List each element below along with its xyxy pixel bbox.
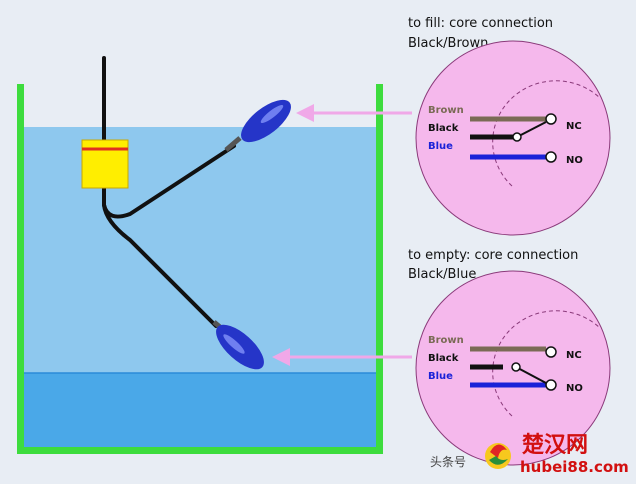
bottom-wire-label-blue: Blue [428,371,453,382]
top-wire-label-black: Black [428,123,459,134]
tank-left-wall [17,84,24,454]
top-wire-label-brown: Brown [428,105,464,116]
bottom-wire-label-brown: Brown [428,335,464,346]
empty-caption-line1: to empty: core connection [408,248,578,263]
top-contact-nc: NC [566,121,582,132]
watermark-prefix: 头条号 [430,455,466,469]
fill-caption-line1: to fill: core connection [408,16,553,31]
top-switch-detail: Brown Black Blue NC NO [415,40,611,236]
water-lower [24,373,376,447]
cables [102,56,236,328]
watermark-url: hubei88.com [520,458,629,476]
top-contact-no: NO [566,155,583,166]
tank-bottom [17,447,383,454]
watermark: 头条号 楚汉网 hubei88.com [430,433,629,476]
upper-float [224,99,291,152]
watermark-site-name: 楚汉网 [522,433,588,458]
bottom-contact-nc: NC [566,350,582,361]
bottom-wire-label-black: Black [428,353,459,364]
water-upper [24,127,376,373]
fill-caption-line2: Black/Brown [408,36,488,51]
weight [81,139,129,189]
empty-caption-line2: Black/Blue [408,267,476,282]
top-wire-label-blue: Blue [428,141,453,152]
tank-right-wall [376,84,383,454]
bottom-switch-detail: Brown Black Blue NC NO [415,270,611,466]
bottom-contact-no: NO [566,383,583,394]
tank [17,84,383,454]
watermark-logo [485,443,511,469]
lower-arrow [272,348,412,366]
upper-arrow [296,104,412,122]
lower-float-cable [102,186,218,328]
lower-float [212,320,264,370]
